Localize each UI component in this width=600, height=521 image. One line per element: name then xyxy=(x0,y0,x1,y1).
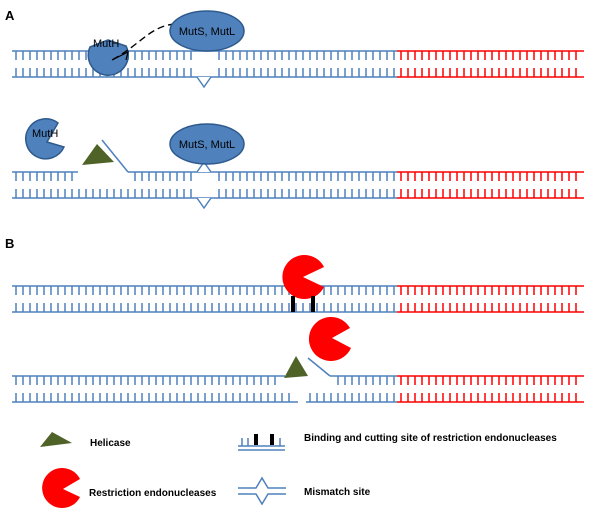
cut-site-mark-right xyxy=(311,296,315,312)
legend-mismatch-label: Mismatch site xyxy=(304,487,371,498)
muth-label: MutH xyxy=(93,38,119,50)
muth-protein-free: MutH xyxy=(25,118,66,160)
legend-binding-site-label: Binding and cutting site of restriction … xyxy=(304,433,557,444)
dna-strand-2 xyxy=(12,139,584,210)
legend-helicase-icon xyxy=(40,432,72,447)
muts-mutl-label: MutS, MutL xyxy=(179,26,235,38)
panel-label-b: B xyxy=(5,236,14,251)
signal-arrow xyxy=(111,23,176,61)
muts-mutl-protein-2: MutS, MutL xyxy=(169,123,245,165)
legend-restriction-label: Restriction endonucleases xyxy=(89,488,217,499)
legend-cut-site-icon xyxy=(238,434,285,451)
restriction-endonuclease-released xyxy=(308,316,351,361)
helicase-icon xyxy=(82,144,114,165)
panel-label-a: A xyxy=(5,8,15,23)
muts-mutl-label-2: MutS, MutL xyxy=(179,139,235,151)
muth-protein: MutH xyxy=(87,38,129,76)
cut-site-mark-left xyxy=(291,296,295,312)
muth-label-2: MutH xyxy=(32,128,58,140)
dna-strand-4 xyxy=(12,357,584,403)
restriction-endonuclease-bound xyxy=(282,255,324,300)
helicase-icon-2 xyxy=(284,356,308,378)
legend-restriction-icon xyxy=(42,468,80,508)
legend-helicase-label: Helicase xyxy=(90,438,131,449)
legend-mismatch-icon xyxy=(238,476,286,506)
muts-mutl-protein: MutS, MutL xyxy=(169,10,245,52)
